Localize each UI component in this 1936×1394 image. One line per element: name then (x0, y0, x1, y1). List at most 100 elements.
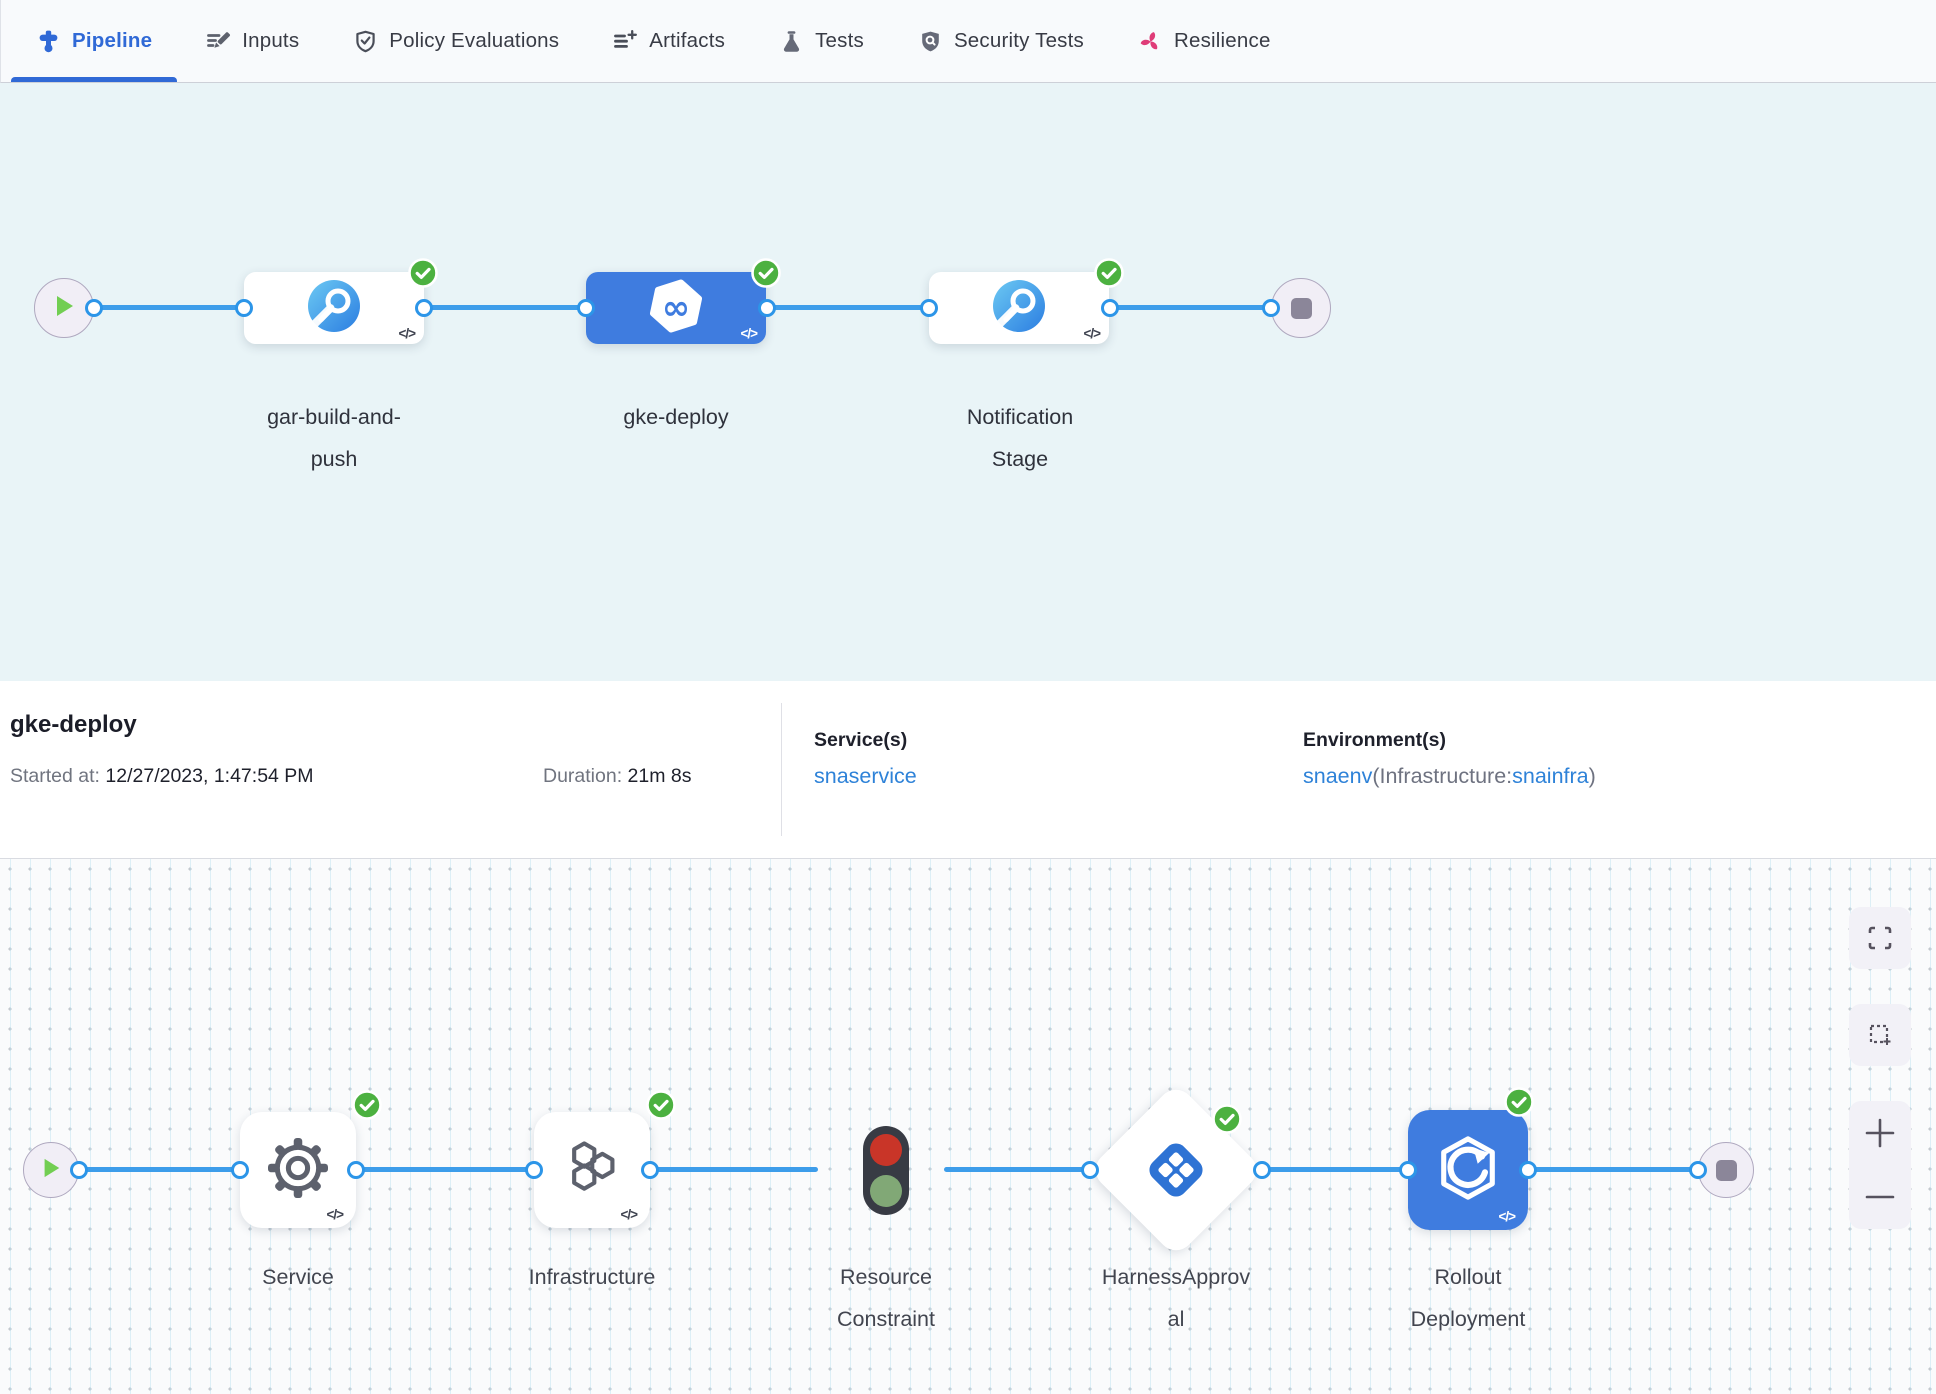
infrastructure-link[interactable]: snainfra (1512, 764, 1589, 788)
security-shield-icon (918, 29, 943, 54)
connector-dot (1262, 299, 1280, 317)
services-section: Service(s) snaservice (814, 729, 917, 789)
success-check-icon (646, 1090, 676, 1120)
connector-line (424, 305, 586, 310)
connector-dot (235, 299, 253, 317)
marquee-select-button[interactable] (1849, 1004, 1911, 1066)
infrastructure-suffix: ) (1588, 764, 1596, 788)
yaml-code-glyph: </> (398, 326, 416, 341)
connector-line (94, 305, 244, 310)
marquee-select-icon (1869, 1024, 1891, 1045)
resilience-pinwheel-icon (1138, 29, 1163, 54)
tab-label: Artifacts (649, 29, 726, 52)
execution-graph-canvas[interactable]: </> </> (0, 859, 1936, 1394)
connector-dot (920, 299, 938, 317)
divider (781, 703, 782, 836)
zoom-controls (1849, 1101, 1911, 1229)
connector-line (356, 1167, 534, 1172)
tab-label: Tests (815, 29, 864, 52)
tab-pipeline[interactable]: Pipeline (9, 0, 179, 82)
tab-tests[interactable]: Tests (752, 0, 891, 82)
hexagons-icon (561, 1137, 623, 1204)
success-check-icon (352, 1090, 382, 1120)
step-card-service[interactable]: </> (240, 1112, 356, 1228)
flask-icon (779, 29, 804, 54)
tab-label: Security Tests (953, 29, 1084, 52)
green-lamp (870, 1175, 902, 1207)
tab-inputs[interactable]: Inputs (179, 0, 326, 82)
success-check-icon (408, 258, 438, 288)
step-card-rollout-deployment[interactable]: </> (1408, 1110, 1528, 1230)
connector-dot (1399, 1161, 1417, 1179)
connector-line (1110, 305, 1271, 310)
connector-line (944, 1167, 1091, 1172)
connector-dot (525, 1161, 543, 1179)
services-heading: Service(s) (814, 729, 908, 751)
connector-dot (641, 1161, 659, 1179)
tab-security-tests[interactable]: Security Tests (891, 0, 1111, 82)
yaml-code-glyph: </> (326, 1207, 344, 1222)
red-lamp (870, 1134, 902, 1166)
stage-graph-canvas[interactable]: </> ∞ </> </> gar-build-and-push gke-dep… (0, 83, 1936, 681)
connector-line (650, 1167, 818, 1172)
connector-dot (70, 1161, 88, 1179)
policy-shield-check-icon (353, 29, 378, 54)
connector-dot (1101, 299, 1119, 317)
traffic-light-icon[interactable] (863, 1126, 909, 1215)
stage-card-notification-stage[interactable]: </> (929, 272, 1109, 344)
connector-dot (577, 299, 595, 317)
custom-stage-icon (993, 280, 1045, 337)
environments-section: Environment(s) snaenv(Infrastructure:sna… (1303, 729, 1596, 789)
zoom-in-icon[interactable] (1865, 1118, 1895, 1148)
stage-label: gar-build-and-push (267, 405, 401, 471)
artifacts-list-plus-icon (613, 29, 638, 54)
connector-dot (231, 1161, 249, 1179)
yaml-code-glyph: </> (1498, 1209, 1516, 1224)
connector-line (1528, 1167, 1698, 1172)
fullscreen-button[interactable] (1849, 907, 1911, 969)
success-check-icon (1094, 258, 1124, 288)
stage-title: gke-deploy (10, 711, 137, 738)
connector-dot (85, 299, 103, 317)
execution-details-bar: gke-deploy Started at: 12/27/2023, 1:47:… (0, 681, 1936, 859)
zoom-out-icon[interactable] (1865, 1182, 1895, 1212)
connector-dot (1519, 1161, 1537, 1179)
stop-icon (1290, 297, 1312, 319)
custom-stage-icon (308, 280, 360, 337)
step-card-infrastructure[interactable]: </> (534, 1112, 650, 1228)
tab-label: Inputs (242, 29, 300, 52)
stop-icon (1715, 1159, 1737, 1181)
play-icon (52, 293, 76, 324)
tab-artifacts[interactable]: Artifacts (586, 0, 752, 82)
fullscreen-icon (1868, 926, 1892, 950)
stage-card-gar-build-and-push[interactable]: </> (244, 272, 424, 344)
start-node (23, 1142, 79, 1198)
success-check-icon (751, 258, 781, 288)
stage-label: gke-deploy (623, 405, 729, 429)
end-node (1698, 1142, 1754, 1198)
stage-card-gke-deploy[interactable]: ∞ </> (586, 272, 766, 344)
svg-text:∞: ∞ (662, 288, 690, 328)
cd-stage-icon: ∞ (648, 278, 704, 339)
duration-value: 21m 8s (627, 765, 692, 787)
tab-label: Resilience (1173, 29, 1271, 52)
started-at: Started at: 12/27/2023, 1:47:54 PM (10, 765, 314, 788)
connector-dot (415, 299, 433, 317)
connector-line (1262, 1167, 1408, 1172)
approval-diamond-icon (1143, 1137, 1209, 1208)
service-link[interactable]: snaservice (814, 764, 917, 788)
environment-link[interactable]: snaenv (1303, 764, 1373, 788)
yaml-code-glyph: </> (1083, 326, 1101, 341)
step-label: Rollout Deployment (1410, 1265, 1526, 1331)
tab-resilience[interactable]: Resilience (1111, 0, 1298, 82)
pipeline-icon (36, 29, 61, 54)
infrastructure-prefix: (Infrastructure: (1372, 764, 1513, 788)
tab-policy-evaluations[interactable]: Policy Evaluations (326, 0, 586, 82)
tab-label: Policy Evaluations (389, 29, 560, 52)
yaml-code-glyph: </> (620, 1207, 638, 1222)
pipeline-tabbar: Pipeline Inputs Policy Evaluations (0, 0, 1936, 83)
step-label: Infrastructure (528, 1265, 656, 1289)
duration-label: Duration: (543, 765, 623, 787)
end-node (1271, 278, 1331, 338)
tab-label: Pipeline (72, 29, 153, 52)
